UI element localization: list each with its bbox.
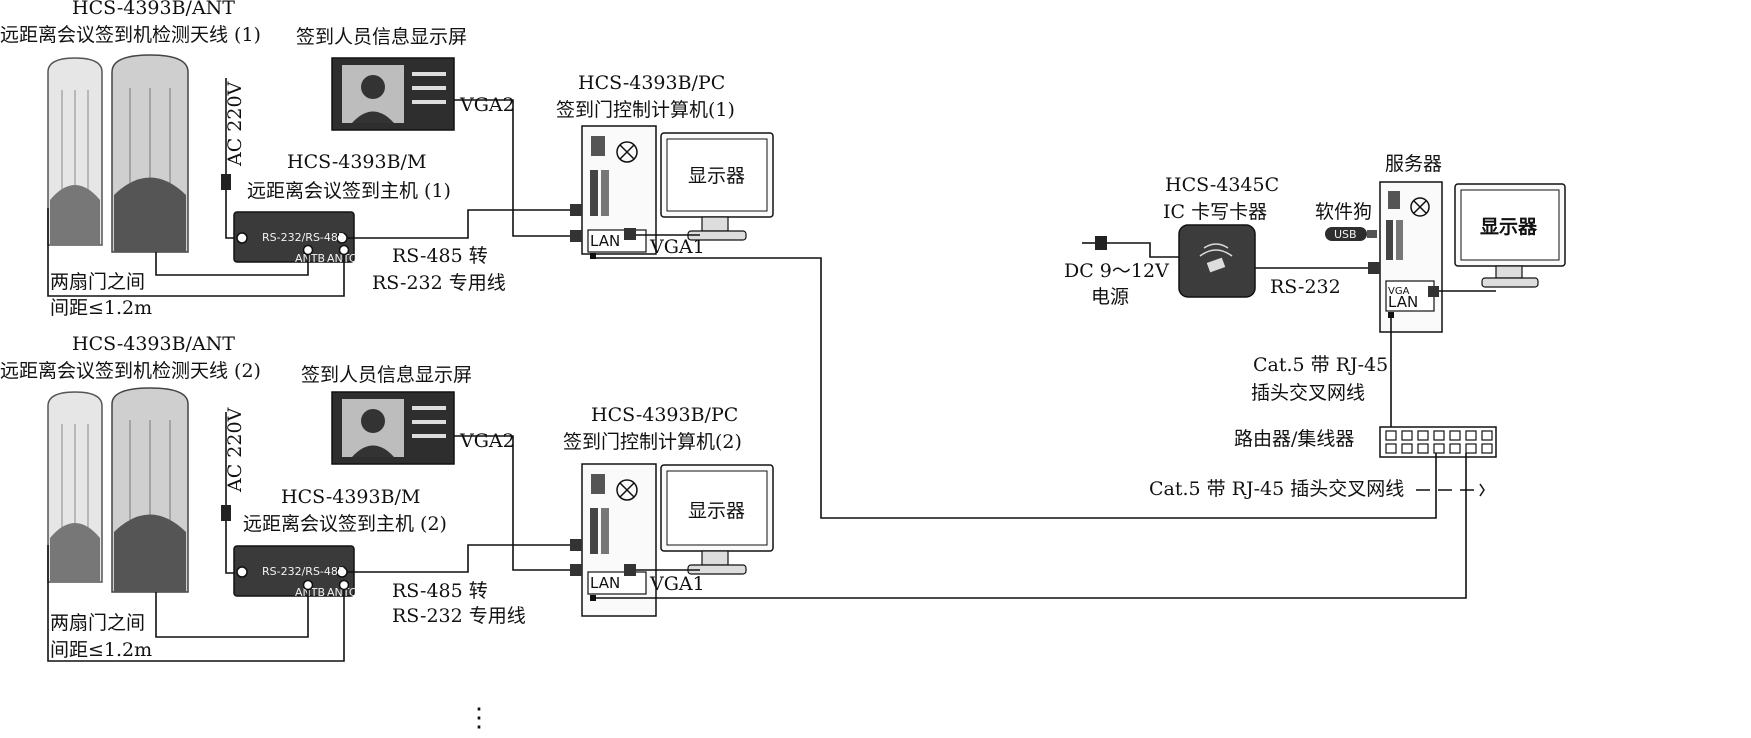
network-group: Cat.5 带 RJ-45 插头交叉网线 路由器/集线器 Cat.5 带 RJ-…	[596, 257, 1497, 599]
card-writer-link-label: RS-232	[1270, 276, 1341, 298]
host-desc-label-2: 远距离会议签到主机 (2)	[243, 513, 447, 535]
power-plug-2: AC 220V	[221, 407, 246, 574]
router-hub	[1379, 426, 1497, 458]
antenna-panel-left-1	[47, 57, 103, 246]
server-cable-label-line1: Cat.5 带 RJ-45	[1253, 354, 1388, 376]
rs485-cable-1	[347, 209, 570, 239]
host-antb-label-1: ANTB	[295, 252, 325, 265]
pc-tower-2: LAN	[570, 463, 657, 617]
gap-label-line1-1: 两扇门之间	[50, 271, 145, 293]
gate-group-2: HCS-4393B/ANT 远距离会议签到机检测天线 (2) 签到人员信息显示屏…	[0, 333, 774, 662]
host-unit-1: RS-232/RS-485 ANTB ANTC	[233, 211, 357, 265]
antenna-panel-right-1	[111, 54, 189, 253]
server-group: 服务器 软件狗 USB VGA LAN 显示器	[1315, 153, 1566, 428]
info-display-label-1: 签到人员信息显示屏	[296, 26, 467, 48]
router-label: 路由器/集线器	[1234, 428, 1354, 450]
vga2-label-2: VGA2	[459, 430, 515, 452]
pc-model-label-2: HCS-4393B/PC	[591, 404, 738, 426]
antenna-model-label-2: HCS-4393B/ANT	[72, 333, 235, 355]
pc-lan-label-2: LAN	[590, 574, 620, 592]
info-display-1: 签到人员信息显示屏	[296, 26, 467, 131]
server-vga-label: VGA	[1388, 286, 1410, 297]
antenna-cable-b-1	[155, 252, 309, 276]
more-ellipsis: ⋮	[466, 703, 492, 733]
antenna-panel-left-2	[47, 391, 103, 583]
power-label-1: AC 220V	[224, 81, 246, 167]
lan-cable-pc2	[596, 453, 1467, 599]
rs485-cable-2	[347, 544, 570, 573]
host-antc-label-2: ANTC	[327, 586, 357, 599]
antenna-cable-c-1	[47, 208, 345, 297]
cable-label-line2-1: RS-232 专用线	[372, 272, 506, 294]
server-cable-label-line2: 插头交叉网线	[1251, 382, 1365, 404]
host-antc-label-1: ANTC	[327, 252, 357, 265]
card-writer-model-label: HCS-4345C	[1165, 174, 1279, 196]
host-unit-2: RS-232/RS-485 ANTB ANTC	[233, 545, 357, 599]
host-antb-label-2: ANTB	[295, 586, 325, 599]
server-monitor: 显示器	[1454, 183, 1566, 288]
antenna-panel-right-2	[111, 387, 189, 593]
power-plug-1: AC 220V	[221, 78, 246, 239]
pc-monitor-label-2: 显示器	[688, 500, 745, 522]
card-writer-group: HCS-4345C IC 卡写卡器 DC 9～12V 电源 RS-232	[1064, 174, 1368, 308]
host-desc-label-1: 远距离会议签到主机 (1)	[247, 180, 451, 202]
usb-label: USB	[1334, 228, 1357, 241]
host-port-main-label-1: RS-232/RS-485	[262, 231, 345, 244]
gap-label-line1-2: 两扇门之间	[50, 612, 145, 634]
card-writer-power-line1: DC 9～12V	[1064, 260, 1169, 282]
server-monitor-label: 显示器	[1480, 216, 1538, 238]
info-display-2: 签到人员信息显示屏	[301, 364, 472, 465]
card-writer-device	[1178, 224, 1256, 298]
pc-lan-label-1: LAN	[590, 232, 620, 250]
pc-cable-label: Cat.5 带 RJ-45 插头交叉网线	[1149, 478, 1404, 500]
vga1-label-2: VGA1	[649, 573, 705, 595]
antenna-cable-b-2	[155, 589, 309, 638]
cable-label-line1-1: RS-485 转	[392, 245, 488, 267]
pc-desc-label-1: 签到门控制计算机(1)	[556, 99, 735, 121]
software-dongle-label: 软件狗	[1315, 201, 1372, 223]
antenna-desc-label-1: 远距离会议签到机检测天线 (1)	[0, 24, 261, 46]
pc-model-label-1: HCS-4393B/PC	[578, 72, 725, 94]
pc-tower-1: LAN	[570, 125, 657, 259]
card-writer-power-line2: 电源	[1091, 286, 1129, 308]
lan-cable-pc1	[596, 257, 1437, 519]
card-writer-power-plug	[1082, 236, 1179, 258]
server-lan-label: LAN	[1388, 293, 1418, 311]
vga2-cable-1	[454, 99, 570, 237]
vga1-label-1: VGA1	[649, 236, 705, 258]
card-writer-desc-label: IC 卡写卡器	[1163, 201, 1267, 223]
gap-label-line2-1: 间距≤1.2m	[50, 297, 152, 319]
power-label-2: AC 220V	[224, 407, 246, 493]
usb-dongle: USB	[1325, 227, 1377, 241]
antenna-desc-label-2: 远距离会议签到机检测天线 (2)	[0, 360, 261, 382]
cable-label-line1-2: RS-485 转	[392, 580, 488, 602]
host-model-label-1: HCS-4393B/M	[287, 151, 426, 173]
info-display-label-2: 签到人员信息显示屏	[301, 364, 472, 386]
pc-monitor-2: 显示器	[660, 464, 774, 575]
pc-monitor-label-1: 显示器	[688, 165, 745, 187]
vga2-label-1: VGA2	[459, 94, 515, 116]
gate-group-1: HCS-4393B/ANT 远距离会议签到机检测天线 (1) 签到人员信息显示屏…	[0, 0, 774, 319]
pc-desc-label-2: 签到门控制计算机(2)	[563, 431, 742, 453]
server-label: 服务器	[1385, 153, 1442, 175]
host-port-main-label-2: RS-232/RS-485	[262, 565, 345, 578]
server-tower: VGA LAN	[1368, 181, 1443, 333]
cable-label-line2-2: RS-232 专用线	[392, 605, 526, 627]
host-model-label-2: HCS-4393B/M	[281, 486, 420, 508]
pc-monitor-1: 显示器	[660, 132, 774, 241]
antenna-model-label-1: HCS-4393B/ANT	[72, 0, 235, 19]
vga2-cable-2	[454, 435, 570, 571]
gap-label-line2-2: 间距≤1.2m	[50, 639, 152, 661]
antenna-cable-c-2	[47, 545, 345, 662]
